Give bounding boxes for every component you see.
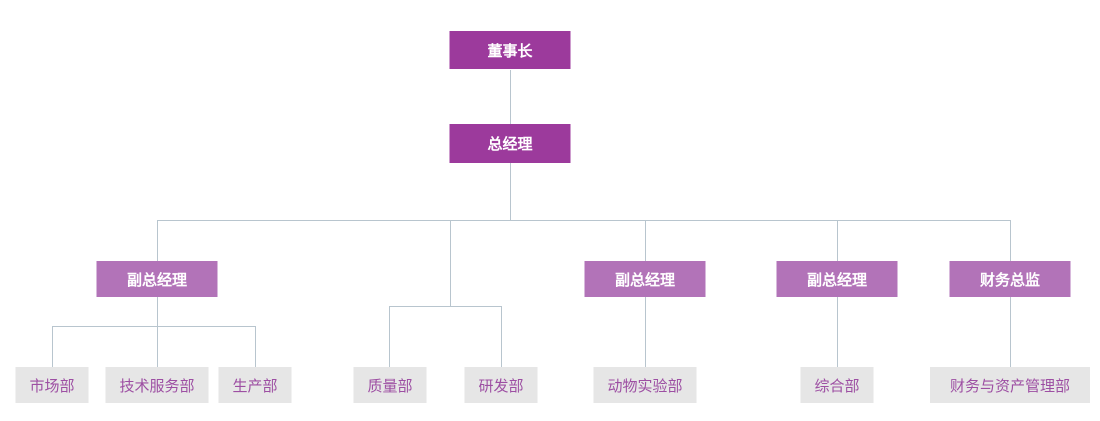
connector-group1-marketing: [52, 326, 53, 367]
connector-bus-deputy-gm-1: [157, 220, 158, 261]
org-node-deputy-gm-1[interactable]: 副总经理: [96, 261, 218, 297]
connector-main-bus: [157, 220, 1010, 221]
org-node-general-manager[interactable]: 总经理: [449, 124, 571, 163]
org-node-tech-service-dept[interactable]: 技术服务部: [105, 367, 209, 403]
org-node-label: 技术服务部: [119, 377, 195, 395]
org-node-finance-director[interactable]: 财务总监: [949, 261, 1071, 297]
org-node-label: 财务总监: [979, 271, 1040, 289]
org-node-label: 副总经理: [614, 271, 675, 289]
connector-bus-deputy-gm-3: [837, 220, 838, 261]
connector-minibus: [389, 306, 501, 307]
connector-minibus-rnd: [501, 306, 502, 367]
org-node-label: 财务与资产管理部: [949, 377, 1071, 395]
connector-gm-bus: [510, 163, 511, 220]
org-node-label: 研发部: [478, 377, 524, 395]
connector-minibus-quality: [389, 306, 390, 367]
connector-group1-tech-service: [157, 326, 158, 367]
org-node-deputy-gm-3[interactable]: 副总经理: [776, 261, 898, 297]
connector-deputy-gm-3-general-affairs: [837, 297, 838, 367]
connector-deputy-gm-1-group: [157, 297, 158, 326]
org-node-label: 总经理: [487, 136, 533, 153]
org-node-production-dept[interactable]: 生产部: [218, 367, 292, 403]
connector-bus-minibus: [450, 220, 451, 306]
org-node-label: 生产部: [232, 377, 278, 395]
org-node-quality-dept[interactable]: 质量部: [353, 367, 427, 403]
org-node-label: 市场部: [29, 377, 75, 395]
connector-bus-deputy-gm-2: [645, 220, 646, 261]
org-node-label: 动物实验部: [607, 377, 683, 395]
org-node-rnd-dept[interactable]: 研发部: [464, 367, 538, 403]
org-node-chairman[interactable]: 董事长: [449, 31, 571, 69]
org-node-label: 综合部: [814, 377, 860, 395]
connector-group1-bus: [52, 326, 255, 327]
org-node-label: 董事长: [487, 42, 533, 60]
org-node-marketing-dept[interactable]: 市场部: [15, 367, 89, 403]
connector-bus-finance-director: [1010, 220, 1011, 261]
connector-group1-production: [255, 326, 256, 367]
org-node-general-affairs-dept[interactable]: 综合部: [800, 367, 874, 403]
org-node-label: 副总经理: [126, 271, 187, 289]
org-node-animal-lab-dept[interactable]: 动物实验部: [593, 367, 697, 403]
org-node-label: 质量部: [367, 377, 413, 395]
org-node-label: 副总经理: [806, 271, 867, 289]
org-node-deputy-gm-2[interactable]: 副总经理: [584, 261, 706, 297]
connector-chairman-gm: [510, 70, 511, 124]
org-node-finance-asset-dept[interactable]: 财务与资产管理部: [929, 367, 1091, 403]
connector-deputy-gm-2-animal-lab: [645, 297, 646, 367]
connector-finance-director-finance-asset: [1010, 297, 1011, 367]
